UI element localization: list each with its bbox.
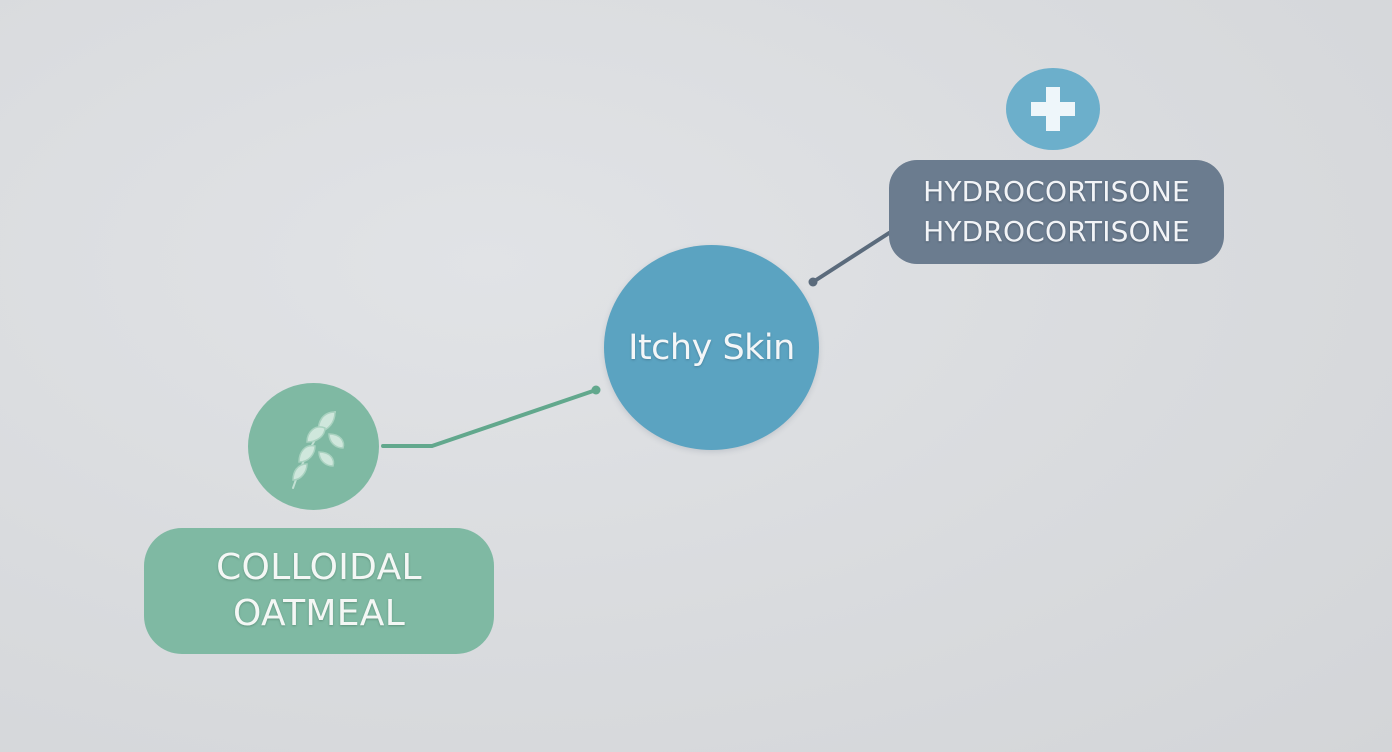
- node-hydrocortisone: HYDROCORTISONE HYDROCORTISONE: [889, 160, 1224, 264]
- node-colloidal-oatmeal: COLLOIDAL OATMEAL: [144, 528, 494, 654]
- medical-plus-badge: [1006, 68, 1100, 150]
- connector-hydrocortisone: [811, 231, 891, 284]
- node-colloidal-oatmeal-line-2: OATMEAL: [232, 593, 406, 634]
- node-hydrocortisone-line-2: HYDROCORTISONE: [923, 215, 1190, 248]
- connector-hydrocortisone-dot: [808, 277, 818, 287]
- center-label: Itchy Skin: [628, 327, 795, 368]
- oat-icon-badge: [248, 383, 379, 510]
- node-hydrocortisone-line-1: HYDROCORTISONE: [923, 175, 1190, 208]
- node-colloidal-oatmeal-line-1: COLLOIDAL: [216, 547, 422, 588]
- connector-oatmeal: [381, 388, 598, 448]
- oat-leaf-icon: [291, 410, 344, 489]
- medical-plus-icon: [1031, 87, 1075, 131]
- connector-oatmeal-dot: [591, 385, 601, 395]
- center-node-itchy-skin: Itchy Skin: [604, 245, 819, 450]
